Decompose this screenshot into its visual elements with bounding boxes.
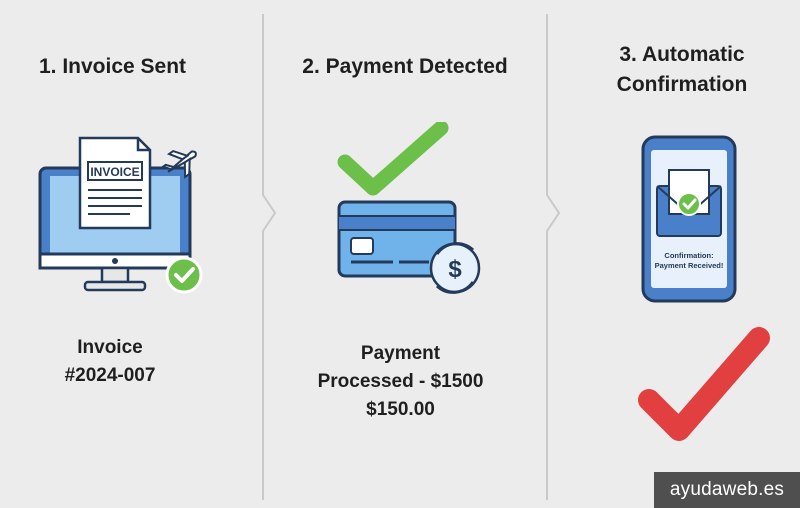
step-1-title: 1. Invoice Sent xyxy=(38,55,187,78)
green-check-icon xyxy=(337,122,449,196)
svg-text:$: $ xyxy=(448,256,462,283)
title-line: 3. Automatic xyxy=(619,43,745,66)
title-line: Confirmation xyxy=(616,73,748,96)
phone-email-confirmation-icon: Confirmation: Payment Received! xyxy=(641,135,737,303)
step-2-panel: 2. Payment Detected $ Payment Processed … xyxy=(263,0,547,508)
step-divider-2 xyxy=(546,14,561,500)
dollar-refresh-icon: $ xyxy=(429,242,481,294)
red-check-icon xyxy=(638,327,770,441)
phone-confirmation-line: Confirmation: xyxy=(664,251,713,260)
check-badge-icon xyxy=(165,256,203,294)
step-1-caption: Invoice #2024-007 xyxy=(30,334,190,390)
caption-line: #2024-007 xyxy=(64,365,156,386)
caption-line: Payment xyxy=(360,343,441,364)
step-3-title: 3. Automatic Confirmation xyxy=(562,40,800,100)
monitor-invoice-icon: INVOICE xyxy=(38,136,203,294)
caption-line: $150.00 xyxy=(366,399,435,420)
email-icon xyxy=(656,169,722,237)
step-3-panel: 3. Automatic Confirmation Confirmation: … xyxy=(547,0,800,508)
phone-confirmation-line: Payment Received! xyxy=(655,261,724,270)
watermark: ayudaweb.es xyxy=(654,472,800,508)
step-2-title: 2. Payment Detected xyxy=(302,55,508,78)
step-divider-1 xyxy=(262,14,277,500)
caption-line: Processed - $1500 xyxy=(317,371,484,392)
invoice-document-label: INVOICE xyxy=(90,165,139,179)
step-2-caption: Payment Processed - $1500 $150.00 xyxy=(273,340,528,424)
credit-card-dollar-icon: $ xyxy=(337,122,481,294)
caption-line: Invoice xyxy=(77,337,143,358)
step-1-panel: 1. Invoice Sent INVOICE Invoice xyxy=(0,0,263,508)
airplane-icon xyxy=(161,149,197,179)
